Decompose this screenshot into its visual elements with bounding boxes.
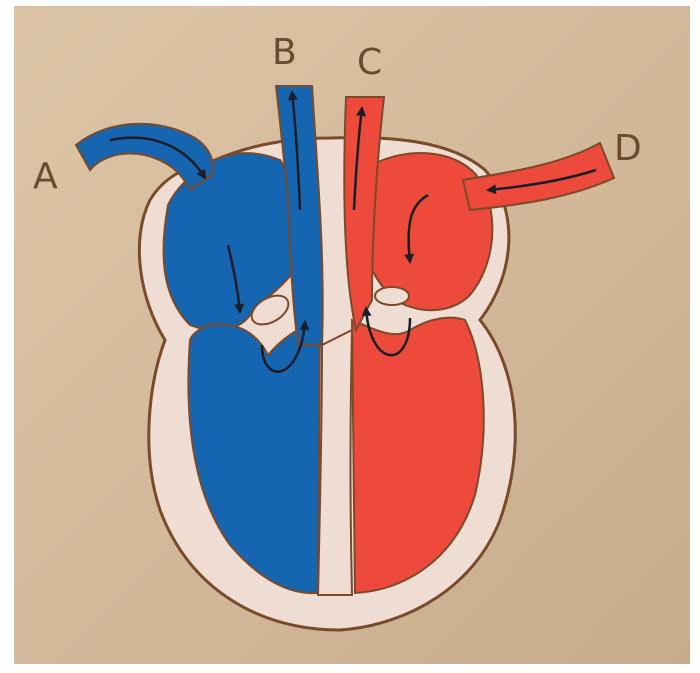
mitral-valve-gap [375, 287, 409, 305]
septum [318, 330, 352, 595]
label-a: A [33, 156, 58, 197]
label-d: D [614, 128, 642, 169]
vena-cava-vessel [76, 124, 213, 190]
label-c: C [357, 42, 382, 83]
label-b: B [272, 32, 297, 73]
pulmonary-vein-vessel [463, 143, 614, 210]
left-atrium [363, 153, 492, 310]
